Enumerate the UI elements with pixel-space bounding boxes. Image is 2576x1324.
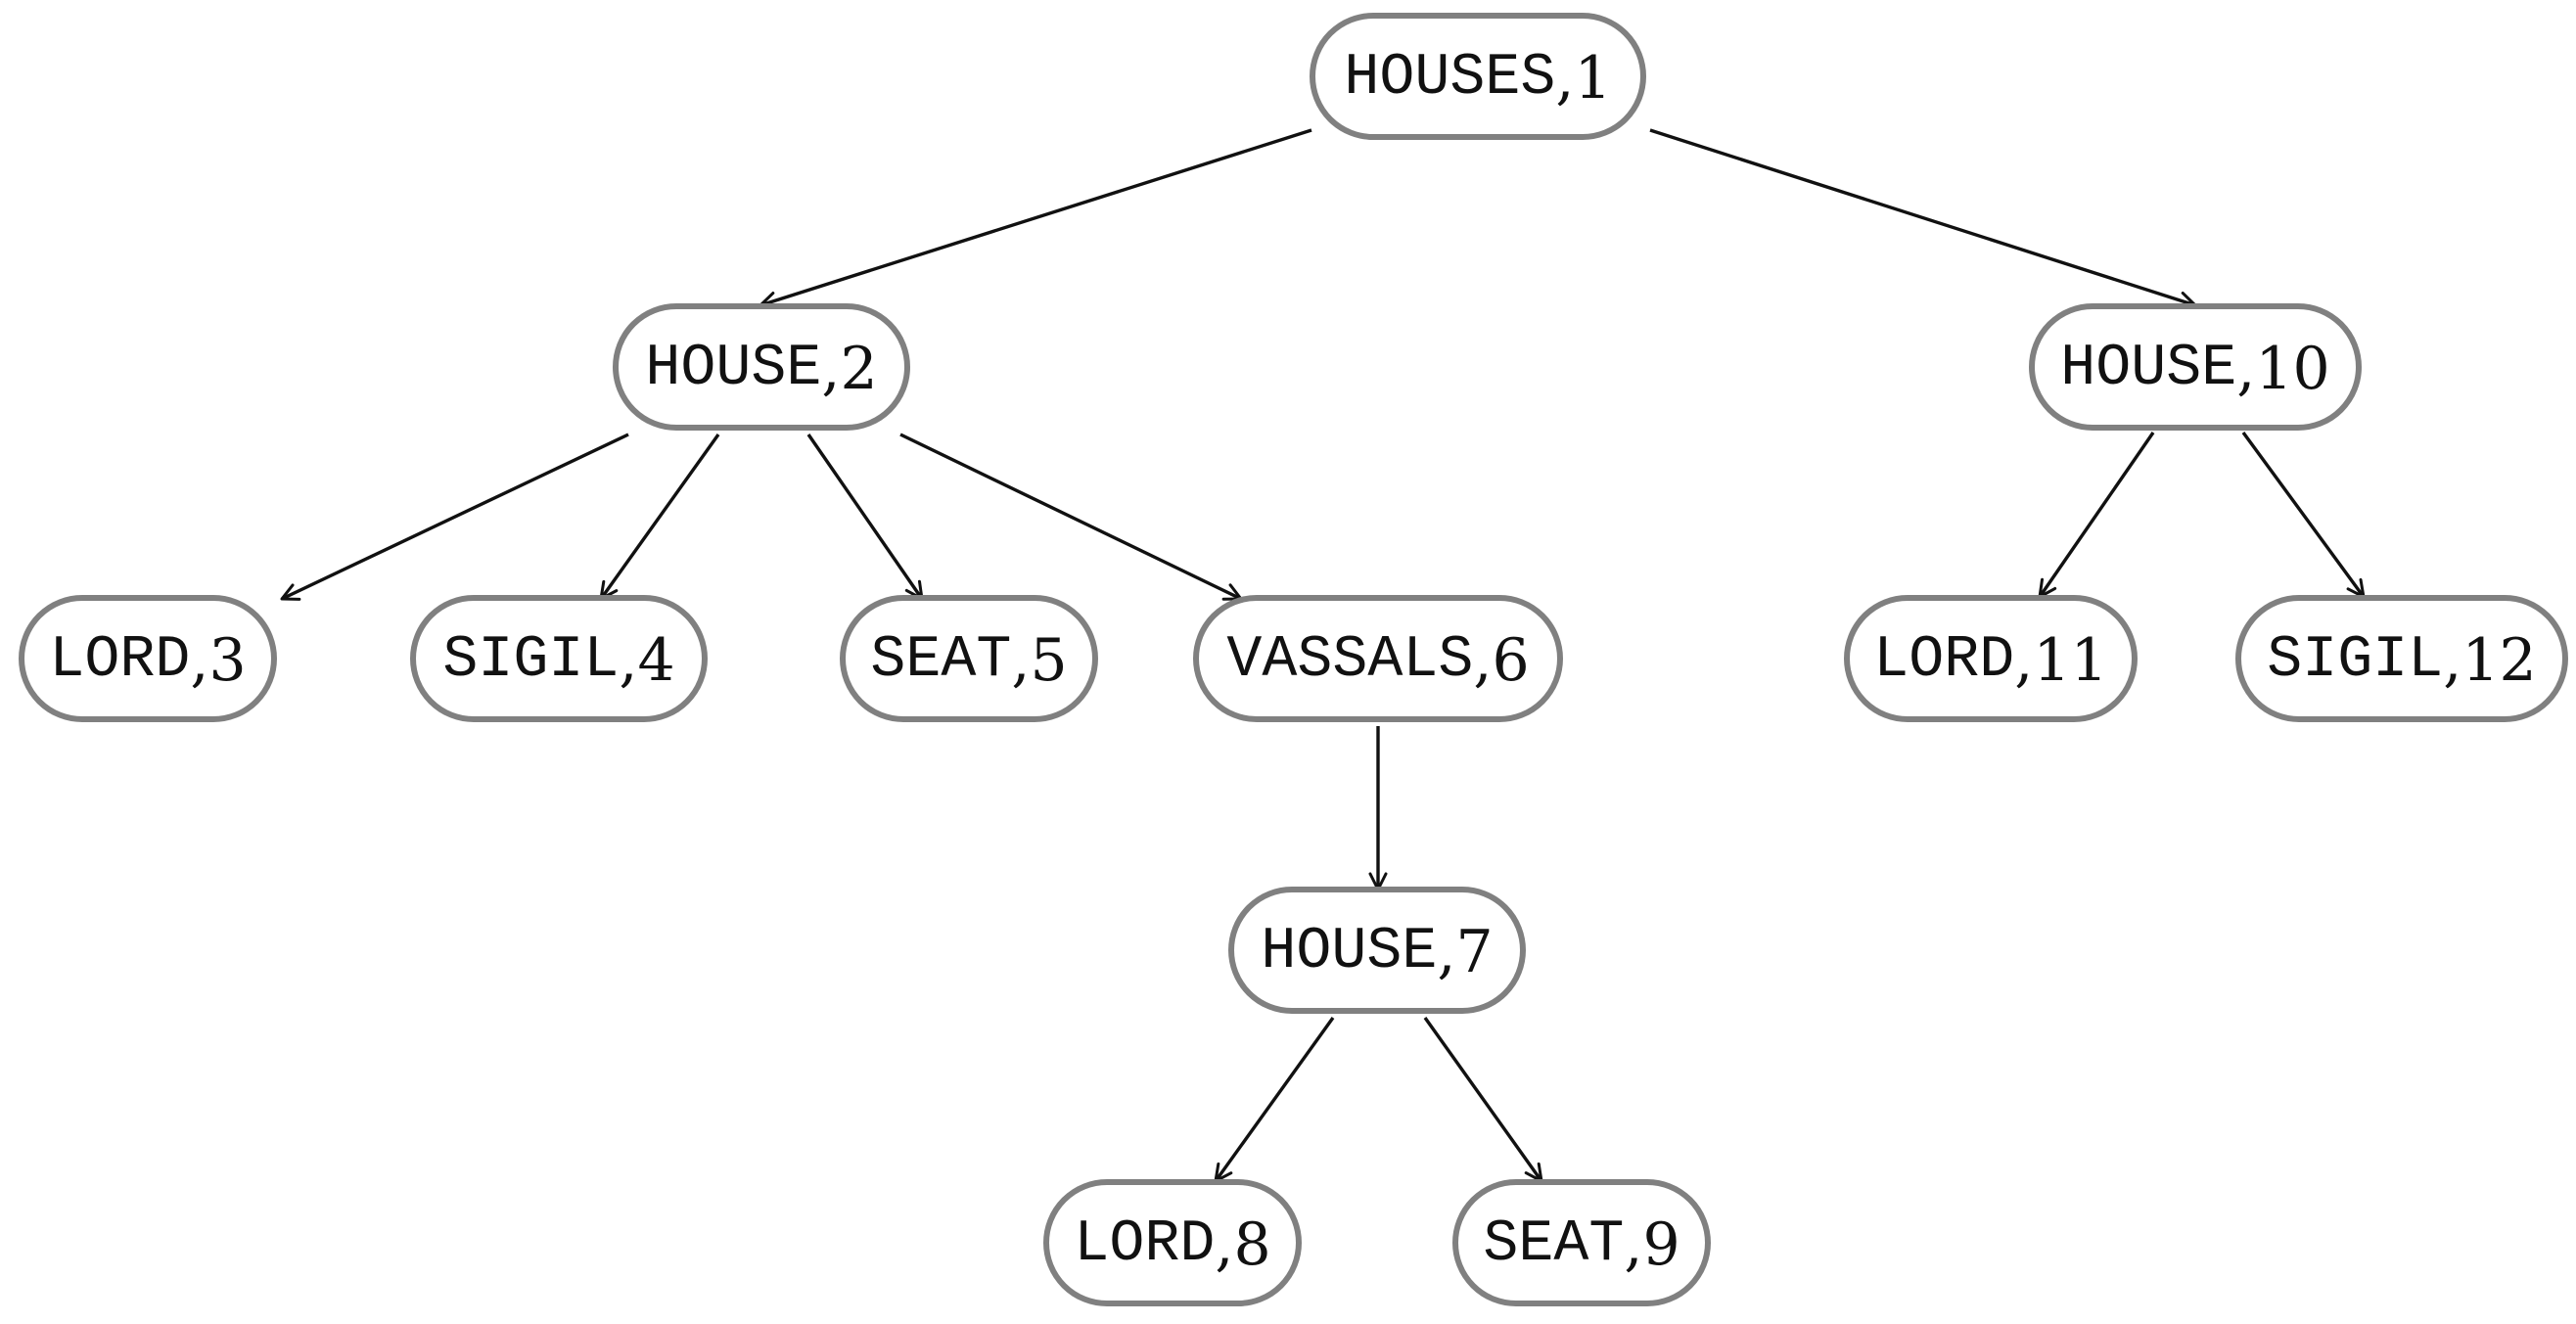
node-separator: , [821,335,840,403]
tree-node-house-2: HOUSE,2 [613,303,910,431]
tree-node-houses-1: HOUSES,1 [1310,13,1646,140]
node-label: LORD,8 [1074,1210,1270,1279]
node-number: 2 [840,335,877,403]
node-box [1043,1179,1302,1306]
node-tag: HOUSE [645,336,821,402]
tree-node-lord-8: LORD,8 [1043,1179,1302,1306]
edge-n2-to-n6 [899,433,1243,601]
tree-node-sigil-12: SIGIL,12 [2235,595,2568,722]
node-box [19,595,277,722]
node-box [410,595,708,722]
node-tag: SEAT [870,627,1011,694]
node-label: HOUSE,10 [2060,335,2329,403]
node-label: SEAT,9 [1483,1210,1679,1279]
node-label: HOUSE,7 [1261,918,1493,986]
node-box [1310,13,1646,140]
node-box [1844,595,2138,722]
tree-node-house-10: HOUSE,10 [2029,303,2362,431]
node-number: 5 [1030,626,1067,695]
node-separator: , [1555,44,1574,113]
node-tag: SIGIL [442,627,619,694]
node-tag: SIGIL [2267,627,2443,694]
node-label: LORD,11 [1873,626,2107,695]
tree-node-lord-3: LORD,3 [19,595,277,722]
node-number: 11 [2033,626,2107,695]
edge-n7-to-n8 [1214,1017,1335,1183]
edge-n7-to-n9 [1423,1017,1543,1183]
node-number: 7 [1455,918,1493,986]
node-separator: , [2236,335,2255,403]
node-tag: VASSALS [1226,627,1473,694]
tree-node-seat-5: SEAT,5 [840,595,1098,722]
node-tag: HOUSE [2060,336,2236,402]
node-box [2235,595,2568,722]
node-number: 4 [637,626,674,695]
edge-n1-to-n10 [1649,128,2197,310]
node-separator: , [1624,1210,1642,1279]
edges [280,128,2366,1183]
node-tag: HOUSE [1261,919,1437,985]
node-number: 12 [2461,626,2536,695]
node-number: 3 [208,626,246,695]
node-label: SIGIL,4 [442,626,674,695]
edge-n2-to-n3 [280,433,629,601]
node-label: LORD,3 [49,626,246,695]
node-box [1452,1179,1711,1306]
node-tag: HOUSES [1344,45,1555,112]
node-label: SIGIL,12 [2267,626,2536,695]
node-separator: , [1011,626,1030,695]
edge-n10-to-n12 [2241,431,2366,599]
node-box [1228,887,1526,1014]
tree-node-lord-11: LORD,11 [1844,595,2138,722]
node-label: HOUSES,1 [1344,44,1611,113]
node-separator: , [2443,626,2461,695]
edge-n2-to-n5 [806,434,924,601]
node-number: 6 [1492,626,1529,695]
node-tag: LORD [1074,1211,1215,1278]
tree-node-house-7: HOUSE,7 [1228,887,1526,1014]
tree-node-vassals-6: VASSALS,6 [1193,595,1563,722]
node-box [613,303,910,431]
edge-n2-to-n4 [599,434,720,601]
tree-node-seat-9: SEAT,9 [1452,1179,1711,1306]
node-number: 8 [1233,1210,1270,1279]
tree-node-sigil-4: SIGIL,4 [410,595,708,722]
node-separator: , [1215,1210,1233,1279]
node-separator: , [190,626,208,695]
node-number: 10 [2255,335,2329,403]
node-separator: , [619,626,637,695]
node-label: HOUSE,2 [645,335,877,403]
node-box [2029,303,2362,431]
node-separator: , [2014,626,2033,695]
node-label: VASSALS,6 [1226,626,1529,695]
node-number: 9 [1642,1210,1679,1279]
node-separator: , [1437,918,1455,986]
node-tag: LORD [49,627,190,694]
node-separator: , [1473,626,1492,695]
edge-n10-to-n11 [2038,432,2155,599]
node-number: 1 [1574,44,1611,113]
node-box [840,595,1098,722]
node-label: SEAT,5 [870,626,1067,695]
edge-n1-to-n2 [759,128,1312,310]
node-tag: LORD [1873,627,2014,694]
node-tag: SEAT [1483,1211,1624,1278]
node-box [1193,595,1563,722]
